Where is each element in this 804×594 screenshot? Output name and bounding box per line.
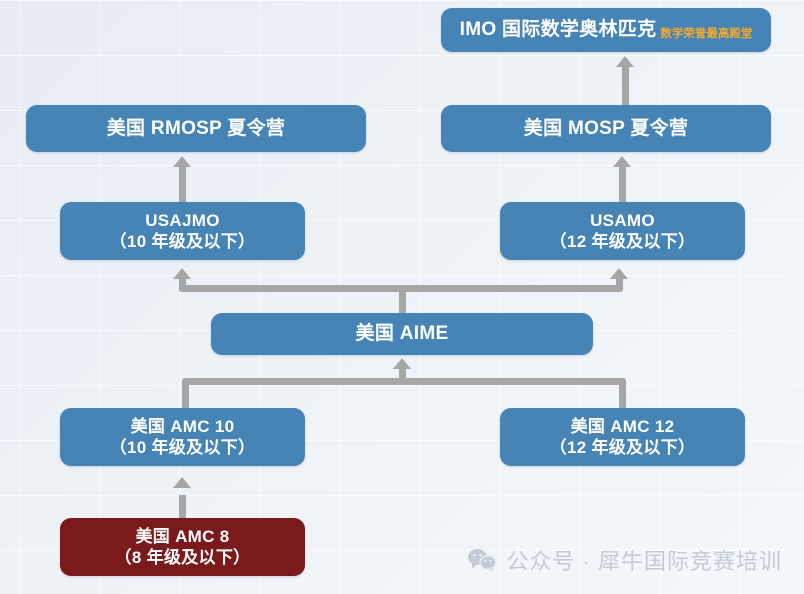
- arrowhead-icon: [173, 477, 191, 488]
- arrowhead-icon: [173, 156, 191, 167]
- node-amc10-sublabel: （10 年级及以下）: [109, 438, 256, 457]
- edge-stem: [619, 166, 626, 202]
- node-amc12-sublabel: （12 年级及以下）: [549, 438, 696, 457]
- node-aime-label: 美国 AIME: [355, 323, 449, 345]
- node-mosp[interactable]: 美国 MOSP 夏令营: [441, 105, 771, 152]
- node-imo[interactable]: IMO 国际数学奥林匹克 数学荣誉最高殿堂: [441, 8, 771, 52]
- node-mosp-label: 美国 MOSP 夏令营: [523, 117, 689, 139]
- node-amc8[interactable]: 美国 AMC 8 （8 年级及以下）: [60, 518, 305, 576]
- edge-stem: [399, 292, 406, 314]
- edge-riser-left: [179, 278, 186, 288]
- arrowhead-icon: [610, 268, 628, 279]
- node-usamo-sublabel: （12 年级及以下）: [549, 232, 696, 251]
- node-amc12[interactable]: 美国 AMC 12 （12 年级及以下）: [500, 408, 745, 466]
- edge-stem: [399, 368, 406, 380]
- edge-riser-right: [619, 381, 626, 408]
- node-usamo-label: USAMO: [590, 210, 655, 230]
- edge-horizontal-bar: [182, 378, 626, 385]
- node-imo-badge: 数学荣誉最高殿堂: [660, 28, 753, 40]
- node-usamo[interactable]: USAMO （12 年级及以下）: [500, 202, 745, 260]
- node-usajmo-label: USAJMO: [145, 210, 220, 230]
- edge-stem: [622, 66, 629, 105]
- watermark: 公众号 · 犀牛国际竞赛培训: [467, 544, 782, 576]
- node-amc10-label: 美国 AMC 10: [130, 416, 235, 436]
- arrowhead-icon: [173, 268, 191, 279]
- node-rmosp[interactable]: 美国 RMOSP 夏令营: [26, 105, 366, 152]
- edge-horizontal-bar: [179, 285, 623, 292]
- edge-riser-right: [616, 278, 623, 288]
- node-amc8-label: 美国 AMC 8: [135, 526, 230, 546]
- wechat-icon: [467, 548, 498, 572]
- node-amc10[interactable]: 美国 AMC 10 （10 年级及以下）: [60, 408, 305, 466]
- edge-stem-dashed: [179, 495, 186, 518]
- arrowhead-icon: [613, 156, 631, 167]
- arrowhead-icon: [616, 56, 634, 67]
- node-imo-label: IMO 国际数学奥林匹克: [459, 19, 657, 41]
- node-usajmo[interactable]: USAJMO （10 年级及以下）: [60, 202, 305, 260]
- node-amc12-label: 美国 AMC 12: [570, 416, 675, 436]
- watermark-text: 公众号 · 犀牛国际竞赛培训: [506, 549, 782, 574]
- node-aime[interactable]: 美国 AIME: [211, 313, 593, 355]
- edge-stem: [179, 166, 186, 202]
- arrowhead-icon: [393, 358, 411, 369]
- node-usajmo-sublabel: （10 年级及以下）: [109, 232, 256, 251]
- node-rmosp-label: 美国 RMOSP 夏令营: [106, 117, 286, 139]
- node-amc8-sublabel: （8 年级及以下）: [114, 548, 251, 567]
- edge-riser-left: [182, 381, 189, 408]
